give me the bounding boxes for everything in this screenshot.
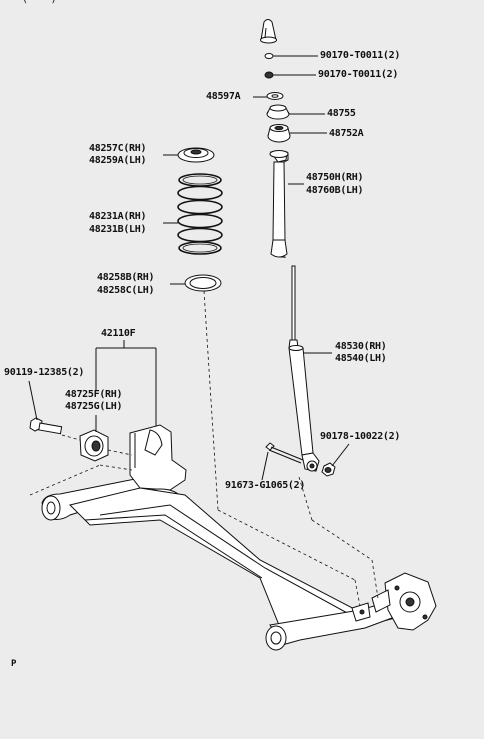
label-bushing-rh: 48725F(RH)	[65, 389, 123, 400]
guide-lines	[29, 290, 379, 607]
shock-absorber	[288, 265, 332, 472]
label-axle-beam: 42110F	[101, 328, 136, 339]
label-bound-stopper-lh: 48760B(LH)	[306, 185, 364, 196]
washer-part	[253, 92, 284, 100]
lower-bolt	[261, 442, 304, 481]
bound-stopper	[269, 150, 304, 258]
upper-nut-2	[264, 71, 316, 79]
spring-lower-seat	[170, 274, 222, 292]
lower-nut	[321, 443, 350, 477]
footer-mark: P	[11, 659, 17, 669]
label-spring-upper-seat-lh: 48259A(LH)	[89, 155, 147, 166]
label-spring-upper-seat-rh: 48257C(RH)	[89, 143, 147, 154]
axle-beam	[41, 424, 437, 651]
label-shock-absorber-rh: 48530(RH)	[335, 341, 387, 352]
header-fragment: ( )	[22, 0, 57, 6]
label-lower-nut: 90178-10022(2)	[320, 431, 401, 442]
bushing-bolt	[28, 380, 63, 435]
label-lower-bolt: 91673-G1065(2)	[225, 480, 306, 491]
label-shock-absorber-lh: 48540(LH)	[335, 353, 387, 364]
label-coil-spring-lh: 48231B(LH)	[89, 224, 147, 235]
label-bound-stopper-rh: 48750H(RH)	[306, 172, 364, 183]
label-nut-upper-1: 90170-T0011(2)	[320, 50, 401, 61]
label-upper-support: 48755	[327, 108, 356, 119]
label-lower-support: 48752A	[329, 128, 364, 139]
axle-beam-leader	[95, 340, 157, 430]
lower-support	[267, 124, 327, 143]
coil-spring	[163, 173, 223, 255]
label-coil-spring-rh: 48231A(RH)	[89, 211, 147, 222]
bump-cap	[260, 19, 277, 44]
label-nut-upper-2: 90170-T0011(2)	[318, 69, 399, 80]
label-bushing-lh: 48725G(LH)	[65, 401, 123, 412]
label-washer: 48597A	[206, 91, 241, 102]
upper-support	[266, 104, 325, 120]
label-spring-lower-seat-rh: 48258B(RH)	[97, 272, 155, 283]
label-bushing-bolt: 90119-12385(2)	[4, 367, 85, 378]
spring-upper-seat	[163, 147, 215, 163]
bushing	[79, 415, 109, 462]
label-spring-lower-seat-lh: 48258C(LH)	[97, 285, 155, 296]
upper-nut-1	[264, 53, 318, 59]
